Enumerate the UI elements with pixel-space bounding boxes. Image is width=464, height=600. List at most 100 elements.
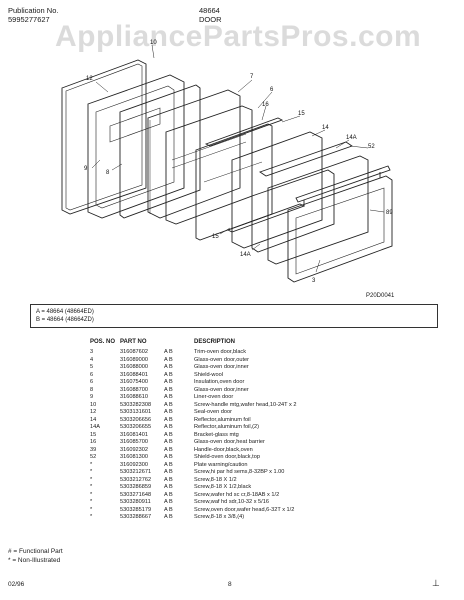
model-codes: A B bbox=[164, 424, 173, 430]
description: Shield-wool bbox=[194, 371, 223, 378]
publication-number: 5995277627 bbox=[8, 15, 50, 24]
model-codes: A B bbox=[164, 499, 173, 505]
table-row: 39 316092302 A B Handle-door,black,oven bbox=[86, 447, 426, 455]
part-no: 5303285179 bbox=[120, 506, 152, 513]
publication-label: Publication No. bbox=[8, 6, 59, 15]
part-no: 5303131601 bbox=[120, 409, 152, 415]
description: Handle-door,black,oven bbox=[194, 446, 253, 453]
description: Screw-handle mtg,wafer head,10-24T x 2 bbox=[194, 401, 297, 408]
description: Bracket-glass mtg bbox=[194, 431, 239, 438]
callout-14: 14 bbox=[322, 125, 329, 131]
part-9-liner bbox=[87, 74, 185, 219]
callout-14a: 14A bbox=[346, 135, 357, 141]
description: Screw,8-18 X 1/2 bbox=[194, 476, 237, 483]
pos-no: 8 bbox=[90, 386, 94, 393]
description: Screw,oven door,wafer head,6-32T x 1/2 bbox=[194, 506, 295, 513]
part-6-shield bbox=[165, 105, 253, 225]
part-no: 316088610 bbox=[120, 394, 148, 400]
part-no: 5303212762 bbox=[120, 476, 152, 483]
description: Screw,hi par hd sems,8-32BP x 1.00 bbox=[194, 469, 285, 475]
part-no: 316085700 bbox=[120, 439, 148, 445]
section-name: DOOR bbox=[199, 15, 222, 24]
model-codes: A B bbox=[164, 514, 173, 520]
part-39-handle bbox=[295, 165, 391, 203]
pos-no: * bbox=[90, 499, 93, 505]
part-3-trim bbox=[287, 175, 393, 283]
description: Liner-oven door bbox=[194, 394, 234, 400]
model-codes: A B bbox=[164, 491, 173, 498]
callout-16: 16 bbox=[262, 102, 269, 108]
callout-52: 52 bbox=[368, 144, 375, 150]
model-codes: A B bbox=[164, 349, 173, 355]
watermark: AppliancePartsPros.com bbox=[55, 20, 422, 53]
pos-no: 9 bbox=[90, 394, 94, 400]
description: Reflector,aluminum foil bbox=[194, 416, 251, 423]
model-header: 48664 DOOR bbox=[199, 6, 222, 24]
part-7-insulation bbox=[147, 89, 241, 219]
model-codes: A B bbox=[164, 394, 173, 400]
description: Trim-oven door,black bbox=[194, 349, 247, 355]
diagram-code: P20D0041 bbox=[366, 293, 395, 299]
header-pos-no: POS. NO bbox=[90, 339, 116, 345]
part-no: 316089000 bbox=[120, 356, 148, 363]
pos-no: * bbox=[90, 514, 93, 520]
part-no: 5303212671 bbox=[120, 469, 152, 475]
part-8-glass bbox=[119, 84, 201, 219]
callout-10: 10 bbox=[150, 40, 157, 46]
description: Reflector,aluminum foil,(2) bbox=[194, 424, 259, 430]
part-no: 316088700 bbox=[120, 386, 148, 393]
header-description: DESCRIPTION bbox=[194, 339, 236, 345]
pos-no: * bbox=[90, 506, 93, 513]
pos-no: 12 bbox=[90, 409, 97, 415]
pos-no: 15 bbox=[90, 431, 97, 438]
legend-b: B = 48664 (48664ZD) bbox=[36, 317, 94, 323]
part-52-shield-top bbox=[258, 141, 354, 177]
description: Glass-oven door,inner bbox=[194, 386, 249, 393]
description: Screw,waf hd sdr,10-32 x 5/16 bbox=[194, 499, 269, 505]
part-no: 316092302 bbox=[120, 446, 148, 453]
table-row: 9 316088610 A B Liner-oven door bbox=[86, 394, 426, 402]
non-illustrated-note: * = Non-Illustrated bbox=[8, 557, 61, 564]
description: Glass-oven door,outer bbox=[194, 356, 250, 363]
model-codes: A B bbox=[164, 371, 173, 378]
pos-no: 6 bbox=[90, 379, 94, 385]
pos-no: 3 bbox=[90, 349, 94, 355]
part-no: 5303282308 bbox=[120, 401, 152, 408]
description: Screw,8-18 X 1/2,black bbox=[194, 484, 252, 490]
publication-header: Publication No. 5995277627 bbox=[8, 6, 58, 24]
part-4-outer-glass bbox=[267, 155, 369, 265]
description: Glass-oven door,heat barrier bbox=[194, 439, 265, 445]
model-codes: A B bbox=[164, 409, 173, 415]
callout-12: 12 bbox=[86, 76, 93, 82]
exploded-door-diagram: 10 12 7 6 16 15 8 14 14A 52 9 89 15 14A … bbox=[61, 40, 393, 284]
parts-table-header: POS. NO PART NO DESCRIPTION bbox=[86, 338, 426, 349]
callout-39: 89 bbox=[386, 210, 393, 216]
callout-15: 15 bbox=[298, 111, 305, 117]
pos-no: 14A bbox=[90, 424, 100, 430]
pos-no: * bbox=[90, 469, 93, 475]
model-codes: A B bbox=[164, 431, 173, 438]
pos-no: * bbox=[90, 476, 93, 483]
part-14-reflector bbox=[231, 131, 323, 249]
table-row: 10 5303282308 A B Screw-handle mtg,wafer he… bbox=[86, 402, 426, 410]
pos-no: 10 bbox=[90, 401, 97, 408]
part-16-heat-barrier bbox=[195, 123, 273, 241]
model-codes: A B bbox=[164, 484, 173, 490]
model-codes: A B bbox=[164, 401, 173, 408]
model-codes: A B bbox=[164, 476, 173, 483]
model-codes: A B bbox=[164, 446, 173, 453]
model-legend: A = 48664 (48664ED) B = 48664 (48664ZD) bbox=[30, 304, 438, 328]
part-no: 316081300 bbox=[120, 454, 148, 460]
pos-no: 39 bbox=[90, 446, 97, 453]
part-no: 5303206656 bbox=[120, 416, 152, 423]
